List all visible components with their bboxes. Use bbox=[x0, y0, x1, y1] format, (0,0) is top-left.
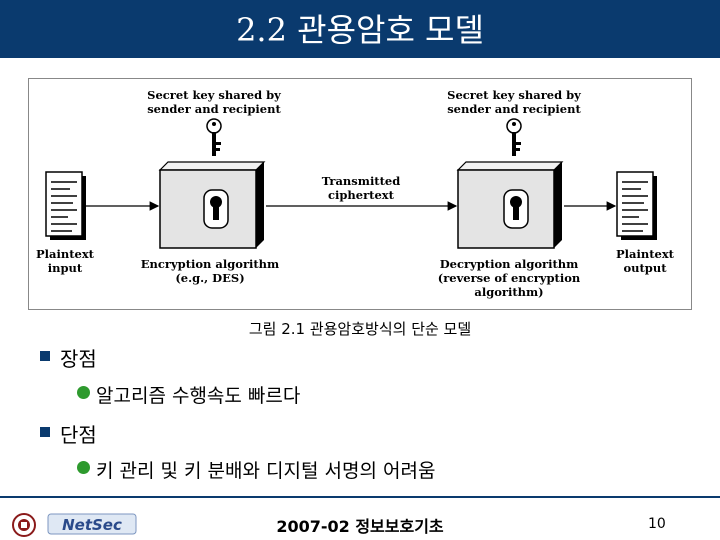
slide-title: 2.2 관용암호 모델 bbox=[236, 11, 484, 49]
netsec-logo-icon: NetSec bbox=[47, 513, 137, 535]
encryption-label-line2: (e.g., DES) bbox=[175, 271, 244, 285]
page-number: 10 bbox=[648, 516, 666, 532]
decryption-label-line1: Decryption algorithm bbox=[440, 257, 579, 271]
footer-rule bbox=[0, 496, 720, 498]
channel-label-line1: Transmitted bbox=[322, 174, 401, 188]
encryption-box-icon bbox=[158, 161, 266, 249]
plaintext-output-label-line2: output bbox=[623, 261, 667, 275]
plaintext-output-label-line1: Plaintext bbox=[616, 247, 675, 261]
decryption-label-line3: algorithm) bbox=[474, 285, 543, 299]
decryption-label-line2: (reverse of encryption bbox=[438, 271, 581, 285]
advantage-heading: 장점 bbox=[60, 347, 97, 371]
bullet-square-icon bbox=[40, 351, 50, 361]
title-bar bbox=[0, 0, 720, 58]
plaintext-input-document-icon bbox=[45, 171, 86, 240]
figure-caption: 그림 2.1 관용암호방식의 단순 모델 bbox=[248, 320, 472, 338]
footer-course-title: 2007-02 정보보호기초 bbox=[276, 517, 444, 536]
secret-key-left-icon bbox=[206, 118, 222, 156]
bullet-square-icon bbox=[40, 427, 50, 437]
plaintext-output-document-icon bbox=[616, 171, 657, 240]
advantage-item: 알고리즘 수행속도 빠르다 bbox=[96, 385, 301, 407]
key-left-label-line1: Secret key shared by bbox=[147, 88, 281, 102]
bullet-dot-icon bbox=[77, 386, 90, 399]
key-right-label-line2: sender and recipient bbox=[447, 102, 581, 116]
diagram-frame bbox=[28, 78, 692, 310]
secret-key-right-icon bbox=[506, 118, 522, 156]
key-right-label-line1: Secret key shared by bbox=[447, 88, 581, 102]
key-left-label-line2: sender and recipient bbox=[147, 102, 281, 116]
bullet-dot-icon bbox=[77, 461, 90, 474]
encryption-model-diagram: Secret key shared by sender and recipien… bbox=[28, 78, 692, 310]
disadvantage-item: 키 관리 및 키 분배와 디지털 서명의 어려움 bbox=[96, 460, 436, 482]
channel-label-line2: ciphertext bbox=[328, 188, 395, 202]
disadvantage-heading: 단점 bbox=[60, 423, 97, 447]
encryption-label-line1: Encryption algorithm bbox=[141, 257, 279, 271]
plaintext-input-label-line1: Plaintext bbox=[36, 247, 95, 261]
plaintext-input-label-line2: input bbox=[48, 261, 83, 275]
university-seal-icon bbox=[12, 513, 36, 537]
svg-text:NetSec: NetSec bbox=[62, 516, 122, 534]
decryption-box-icon bbox=[456, 161, 564, 249]
